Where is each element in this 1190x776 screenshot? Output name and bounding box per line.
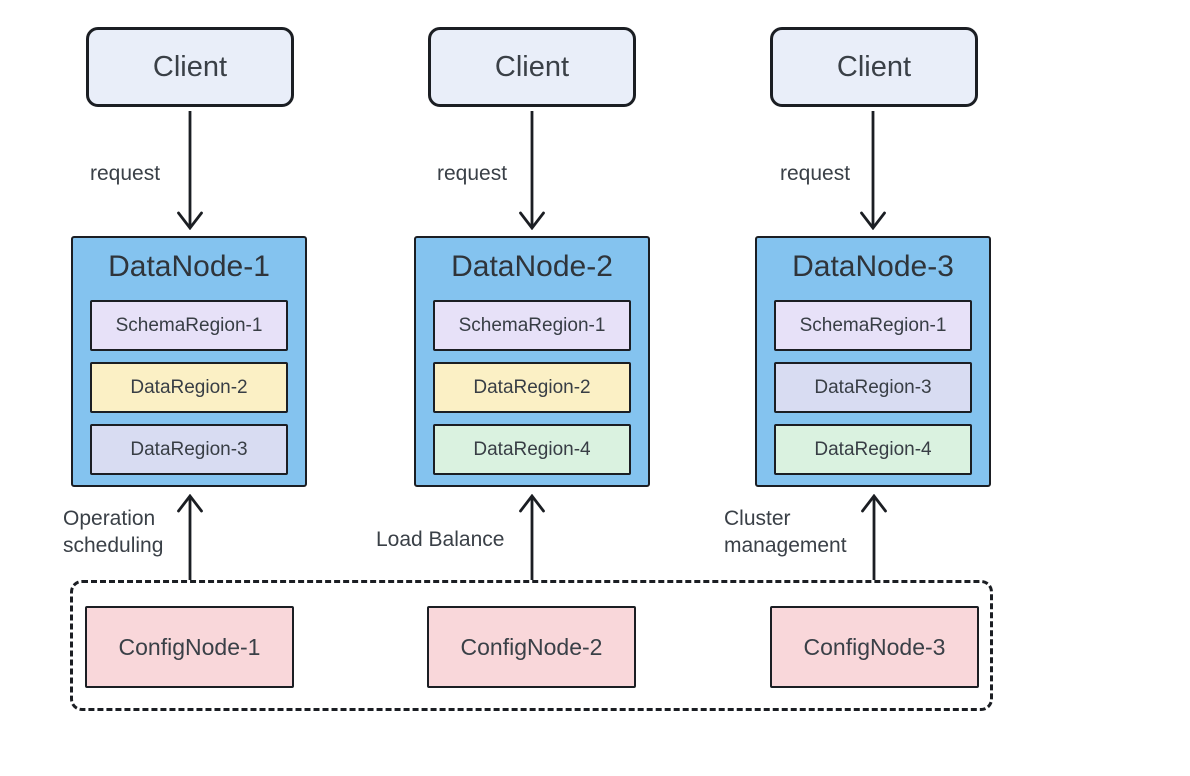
request-label-2: request — [437, 162, 508, 185]
client-label-1: Client — [152, 50, 228, 83]
datanode-3: DataNode-3 SchemaRegion-1 DataRegion-3 D… — [755, 236, 991, 487]
confignode-2-label: ConfigNode-2 — [460, 633, 603, 660]
cluster-management-label: Cluster management — [724, 507, 847, 557]
client-label-3: Client — [836, 50, 912, 83]
datanode-2-region-2: DataRegion-2 — [433, 362, 631, 413]
datanode-3-region-2: DataRegion-3 — [774, 362, 972, 413]
request-label-1: request — [90, 162, 161, 185]
datanode-2-region-3: DataRegion-4 — [433, 424, 631, 475]
datanode-1-title: DataNode-1 — [108, 250, 270, 283]
datanode-1-region-1: SchemaRegion-1 — [90, 300, 288, 351]
datanode-2-title: DataNode-2 — [451, 250, 613, 283]
datanode-1-region-3: DataRegion-3 — [90, 424, 288, 475]
confignode-group: ConfigNode-1 ConfigNode-2 ConfigNode-3 — [70, 580, 993, 711]
datanode-1: DataNode-1 SchemaRegion-1 DataRegion-2 D… — [71, 236, 307, 487]
confignode-1-label: ConfigNode-1 — [118, 633, 261, 660]
datanode-2: DataNode-2 SchemaRegion-1 DataRegion-2 D… — [414, 236, 650, 487]
datanode-3-title: DataNode-3 — [792, 250, 954, 283]
client-box-3: Client — [770, 27, 978, 107]
client-box-1: Client — [86, 27, 294, 107]
confignode-3: ConfigNode-3 — [770, 606, 979, 688]
confignode-3-label: ConfigNode-3 — [803, 633, 946, 660]
datanode-2-region-1: SchemaRegion-1 — [433, 300, 631, 351]
confignode-1: ConfigNode-1 — [85, 606, 294, 688]
datanode-3-region-1: SchemaRegion-1 — [774, 300, 972, 351]
datanode-1-region-2: DataRegion-2 — [90, 362, 288, 413]
operation-scheduling-label: Operation scheduling — [63, 507, 164, 557]
request-label-3: request — [780, 162, 851, 185]
confignode-2: ConfigNode-2 — [427, 606, 636, 688]
client-label-2: Client — [494, 50, 570, 83]
load-balance-label: Load Balance — [376, 528, 505, 551]
datanode-3-region-3: DataRegion-4 — [774, 424, 972, 475]
client-box-2: Client — [428, 27, 636, 107]
